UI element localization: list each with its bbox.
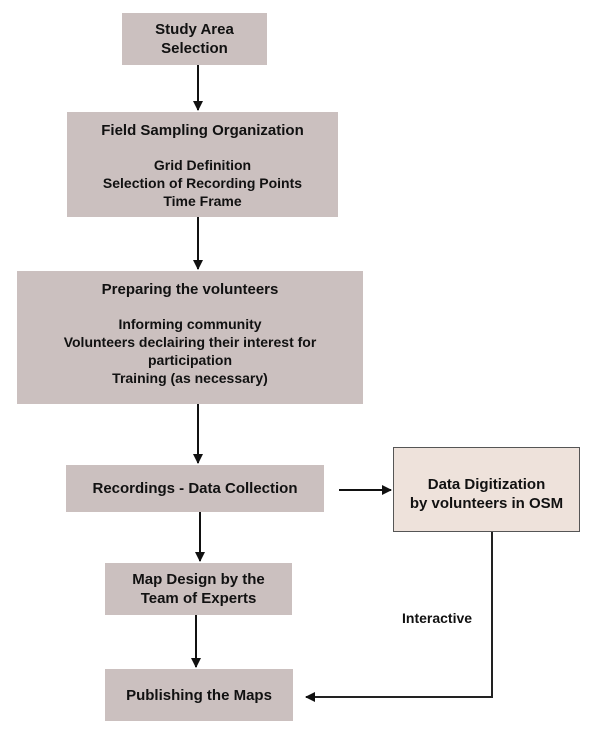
node-item: Informing community: [118, 316, 262, 332]
node-data-digitization: Data Digitization by volunteers in OSM: [393, 447, 580, 532]
node-field-sampling-organization: Field Sampling Organization Grid Definit…: [67, 112, 338, 217]
arrow-digitization-to-publishing: [305, 532, 493, 702]
edge-label-interactive: Interactive: [402, 610, 473, 626]
node-map-design: Map Design by the Team of Experts: [105, 563, 292, 615]
node-title: Data Digitization: [427, 476, 546, 493]
node-item: participation: [147, 352, 232, 368]
node-publishing-maps: Publishing the Maps: [105, 669, 293, 721]
node-study-area-selection: Study Area Selection: [122, 13, 267, 65]
node-title: Recordings - Data Collection: [92, 480, 298, 497]
node-item: Selection of Recording Points: [102, 175, 303, 191]
node-title: Study Area: [155, 21, 234, 38]
node-recordings-data-collection: Recordings - Data Collection: [66, 465, 324, 512]
node-title: Selection: [161, 40, 228, 57]
node-title: Field Sampling Organization: [101, 122, 304, 139]
node-item: Time Frame: [163, 193, 242, 209]
node-item: Training (as necessary): [112, 370, 268, 386]
node-title: Map Design by the: [132, 571, 265, 588]
node-title: Team of Experts: [140, 590, 257, 607]
node-title: by volunteers in OSM: [409, 495, 564, 512]
node-preparing-volunteers: Preparing the volunteers Informing commu…: [17, 271, 363, 404]
node-item: Volunteers declairing their interest for: [63, 334, 317, 350]
node-title: Preparing the volunteers: [101, 281, 279, 298]
node-item: Grid Definition: [153, 157, 252, 173]
node-title: Publishing the Maps: [126, 687, 272, 704]
